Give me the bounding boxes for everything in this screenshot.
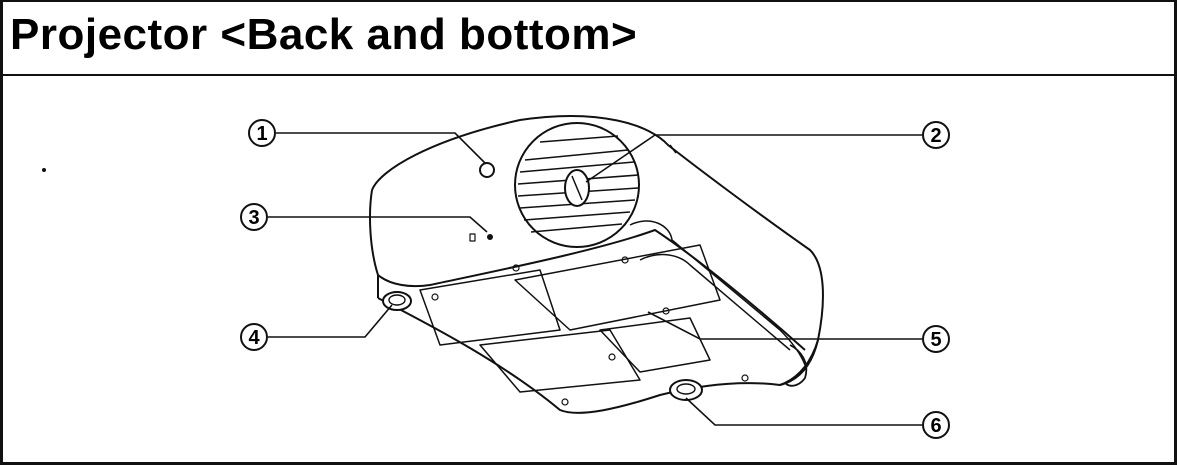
callout-1-number: 1 — [256, 123, 267, 145]
callout-4: 4 — [240, 323, 268, 351]
title-bar: Projector <Back and bottom> — [0, 0, 1177, 76]
callout-3-number: 3 — [248, 207, 259, 229]
callout-4-number: 4 — [248, 327, 260, 349]
callout-3: 3 — [240, 203, 268, 231]
callout-5: 5 — [922, 325, 950, 353]
callout-5-number: 5 — [930, 329, 941, 351]
callout-2: 2 — [922, 121, 950, 149]
leader-lines — [268, 132, 922, 426]
speck — [42, 168, 46, 172]
callout-1: 1 — [248, 119, 276, 147]
callout-2-number: 2 — [930, 125, 941, 147]
callout-6: 6 — [922, 411, 950, 439]
page-title: Projector <Back and bottom> — [10, 10, 638, 59]
projector-illustration — [369, 115, 824, 414]
callout-6-number: 6 — [930, 415, 941, 437]
